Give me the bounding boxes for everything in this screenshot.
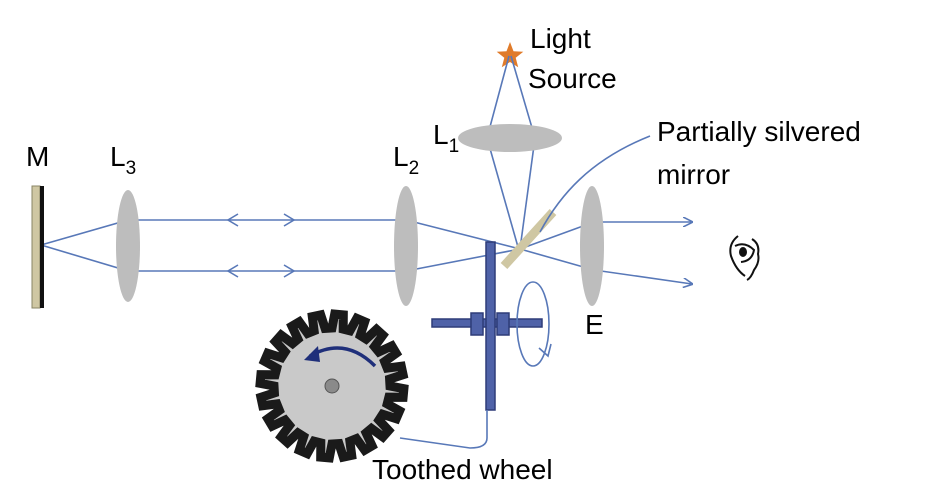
- eyepiece-label: E: [585, 309, 604, 340]
- lens-l2: [394, 186, 418, 306]
- partial-mirror-label-line2: mirror: [657, 159, 730, 190]
- toothed-wheel: [255, 309, 409, 463]
- lens-eyepiece: [580, 186, 604, 306]
- wheel-side-view: [431, 241, 543, 411]
- lens-l3: [116, 190, 140, 302]
- bidirectional-arrows: [226, 213, 296, 278]
- source-rays: [486, 55, 536, 250]
- lens-l2-label: L2: [393, 141, 419, 179]
- lens-l1-label: L1: [433, 119, 459, 157]
- partial-mirror: [500, 208, 557, 270]
- partial-mirror-pointer: [539, 135, 651, 233]
- partial-mirror-label-line1: Partially silvered: [657, 116, 861, 147]
- star-icon: [496, 42, 524, 68]
- wheel-pointer: [399, 410, 488, 449]
- toothed-wheel-label: Toothed wheel: [372, 454, 553, 485]
- mirror-m-label: M: [26, 141, 49, 172]
- lens-l1: [458, 124, 562, 152]
- light-label: Light: [530, 23, 591, 54]
- main-beam-rays: [40, 220, 692, 284]
- end-mirror-m: [31, 185, 44, 309]
- source-label: Source: [528, 63, 617, 94]
- rotation-arrow-icon: [516, 281, 552, 367]
- eye-icon: [729, 235, 760, 281]
- lens-l3-label: L3: [110, 141, 136, 179]
